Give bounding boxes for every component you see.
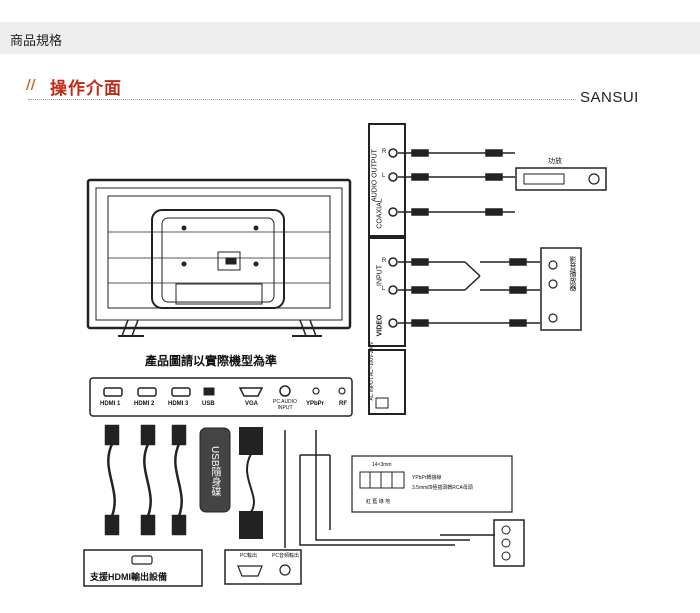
ypbpr-cables xyxy=(299,430,495,546)
section-header-bar: 商品規格 xyxy=(0,22,700,54)
hdmi-output-device xyxy=(83,549,203,587)
usb-drive-label: USB隨身碟 xyxy=(209,446,220,497)
pc-audio-output-label: PC音頻輸出 xyxy=(272,553,299,559)
l-label-2: L xyxy=(382,286,386,292)
amplifier-label: 功放 xyxy=(548,158,562,165)
r-label-1: R xyxy=(382,149,387,155)
audio-cables xyxy=(398,149,540,327)
port-label-usb: USB xyxy=(202,401,215,407)
adapter-size-label: 14×3mm xyxy=(372,462,392,468)
coaxial-label: COAXIAL xyxy=(376,198,384,229)
side-connector-panel xyxy=(368,123,406,415)
pc-output-device xyxy=(224,549,302,585)
section-header-label: 商品規格 xyxy=(10,34,63,49)
port-label-ypbpr: YPbPr xyxy=(306,401,325,407)
port-panel xyxy=(89,377,353,417)
av-player-device xyxy=(540,247,582,331)
ac-input-label: AC INPUT AC~100V-240V xyxy=(369,341,375,401)
r-label-2: R xyxy=(382,258,387,264)
port-label-hdmi1: HDMI 1 xyxy=(100,401,121,407)
vga-cable xyxy=(239,427,263,539)
caption: 產品圖請以實際機型為準 xyxy=(145,354,278,368)
adapter-line1-label: YPbPr轉接線 xyxy=(412,475,442,481)
section-title: 操作介面 xyxy=(50,79,122,99)
video-label: VIDEO xyxy=(376,314,384,337)
adapter-line2-label: 3.5mm四極插頭轉RCA母頭 xyxy=(412,485,473,491)
adapter-colors-label: 紅 藍 綠 地 xyxy=(366,499,391,505)
dotted-divider xyxy=(28,99,576,100)
port-label-vga: VGA xyxy=(245,401,259,407)
port-label-hdmi2: HDMI 2 xyxy=(134,401,155,407)
usb-drive xyxy=(199,427,231,513)
tv-back-illustration xyxy=(86,178,352,337)
port-label-rf: RF xyxy=(339,401,347,407)
amplifier-device xyxy=(515,167,607,191)
av-player-label: 影音播放器 xyxy=(569,256,576,291)
pc-output-label: PC輸出 xyxy=(240,553,257,559)
rca-device xyxy=(493,519,525,567)
l-label-1: L xyxy=(382,173,386,179)
port-label-pc-audio: PC AUDIO INPUT xyxy=(273,399,297,411)
hdmi-cables xyxy=(104,424,187,536)
adapter-diagram xyxy=(351,455,513,513)
brand-logo: SANSUI xyxy=(580,89,639,106)
hdmi-device-label: 支援HDMI輸出設備 xyxy=(90,572,167,582)
port-label-hdmi3: HDMI 3 xyxy=(168,401,189,407)
double-slash-icon: // xyxy=(26,78,36,93)
